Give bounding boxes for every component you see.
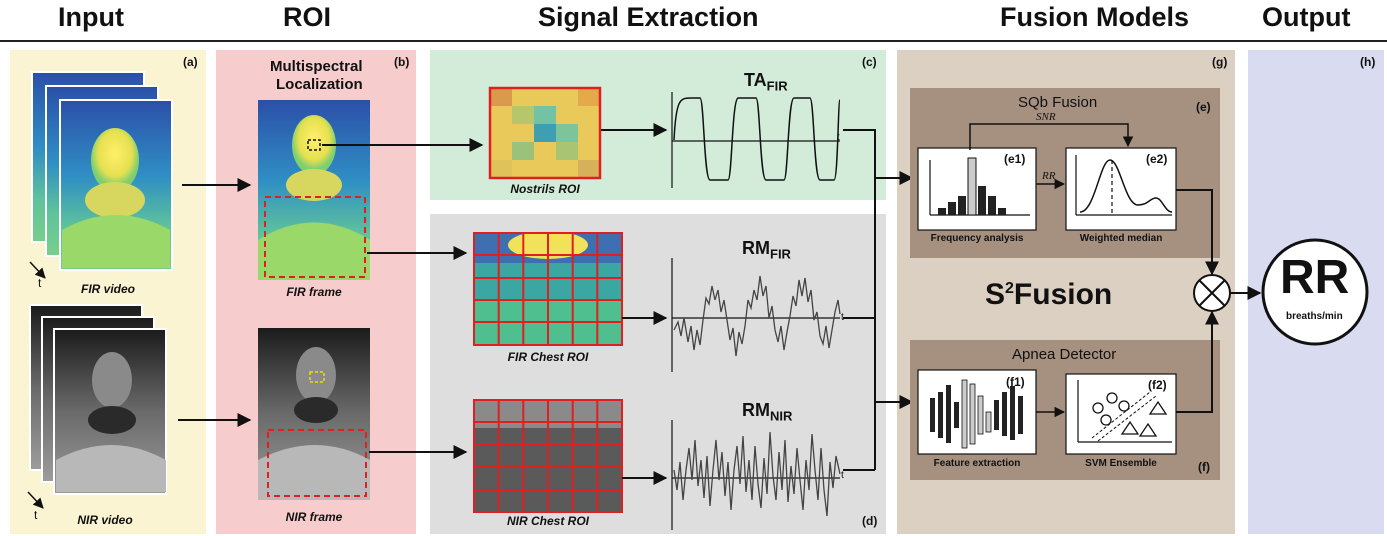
- header-input: Input: [58, 2, 124, 32]
- fir-video-stack: [31, 71, 173, 271]
- weighted-median-curve: [1075, 155, 1173, 216]
- panel-label-b: (b): [394, 55, 410, 69]
- nir-chest-roi-grid: [473, 399, 623, 513]
- rm-fir-main: RM: [742, 238, 770, 258]
- header-output: Output: [1262, 2, 1351, 32]
- panel-label-e: (e): [1196, 100, 1211, 114]
- header-signal-extraction: Signal Extraction: [538, 2, 759, 32]
- weighted-median-caption: Weighted median: [1079, 233, 1163, 244]
- svm-ensemble-caption: SVM Ensemble: [1085, 458, 1157, 469]
- nir-time-label: t: [34, 508, 38, 522]
- roi-title-line1: Multispectral: [270, 58, 363, 75]
- panel-label-a: (a): [183, 55, 198, 69]
- freq-analysis-caption: Frequency analysis: [930, 233, 1024, 244]
- apnea-detector-title: Apnea Detector: [1012, 346, 1117, 363]
- s2fusion-rest: Fusion: [1013, 278, 1113, 311]
- feature-extraction-caption: Feature extraction: [933, 458, 1021, 469]
- ta-fir-label: TAFIR: [744, 70, 788, 94]
- frequency-histogram: [929, 157, 1030, 216]
- nir-video-caption: NIR video: [77, 513, 133, 527]
- sqb-fusion-title: SQb Fusion: [1018, 94, 1098, 111]
- panel-label-f2: (f2): [1148, 378, 1167, 392]
- ta-fir-sub: FIR: [766, 78, 788, 94]
- rr-mid-label: RR: [1042, 170, 1056, 182]
- nir-video-stack: [29, 304, 167, 495]
- ta-time-label: t: [837, 132, 840, 143]
- fir-chest-roi-grid: [473, 231, 623, 346]
- panel-label-f: (f): [1198, 460, 1210, 474]
- nostrils-roi-caption: Nostrils ROI: [510, 182, 580, 196]
- roi-fir-frame-image: [258, 100, 370, 280]
- panel-label-g: (g): [1212, 55, 1228, 69]
- rm-fir-signal: [671, 258, 841, 372]
- output-unit: breaths/min: [1286, 311, 1343, 322]
- rm-nir-time-label: t: [841, 470, 844, 481]
- fir-video-caption: FIR video: [80, 282, 136, 296]
- fir-frame-caption: FIR frame: [286, 285, 342, 299]
- output-rr: RR: [1280, 251, 1350, 304]
- s2fusion-label: S2Fusion: [985, 278, 1112, 312]
- multiply-operator: [1193, 274, 1231, 312]
- rm-nir-signal: [671, 420, 841, 530]
- roi-title-line2: Localization: [276, 76, 363, 93]
- rm-nir-sub: NIR: [770, 408, 793, 424]
- roi-nir-frame-image: [258, 328, 370, 500]
- panel-label-f1: (f1): [1006, 375, 1025, 389]
- panel-label-h: (h): [1360, 55, 1376, 69]
- ta-fir-signal: [671, 92, 841, 188]
- feature-bars: [930, 379, 1023, 449]
- s2fusion-main: S: [985, 278, 1006, 311]
- fir-time-label: t: [38, 276, 42, 290]
- svm-scatter: [1077, 380, 1172, 443]
- header-fusion-models: Fusion Models: [1000, 2, 1189, 32]
- rm-nir-main: RM: [742, 400, 770, 420]
- header-divider: [0, 40, 1387, 42]
- panel-label-c: (c): [862, 55, 877, 69]
- snr-label: SNR: [1036, 111, 1056, 123]
- ta-fir-main: TA: [744, 70, 767, 90]
- header-roi: ROI: [283, 2, 332, 32]
- s2fusion-sup: 2: [1005, 280, 1014, 297]
- nostrils-roi-mosaic: [488, 86, 602, 180]
- rm-fir-sub: FIR: [770, 246, 791, 262]
- panel-label-e2: (e2): [1146, 152, 1168, 166]
- rm-fir-time-label: t: [841, 312, 844, 323]
- nir-frame-caption: NIR frame: [285, 510, 343, 524]
- fir-chest-roi-caption: FIR Chest ROI: [507, 350, 589, 364]
- panel-label-d: (d): [862, 514, 878, 528]
- nir-chest-roi-caption: NIR Chest ROI: [506, 514, 590, 528]
- panel-label-e1: (e1): [1004, 152, 1026, 166]
- rm-nir-label: RMNIR: [742, 400, 792, 424]
- rm-fir-label: RMFIR: [742, 238, 791, 262]
